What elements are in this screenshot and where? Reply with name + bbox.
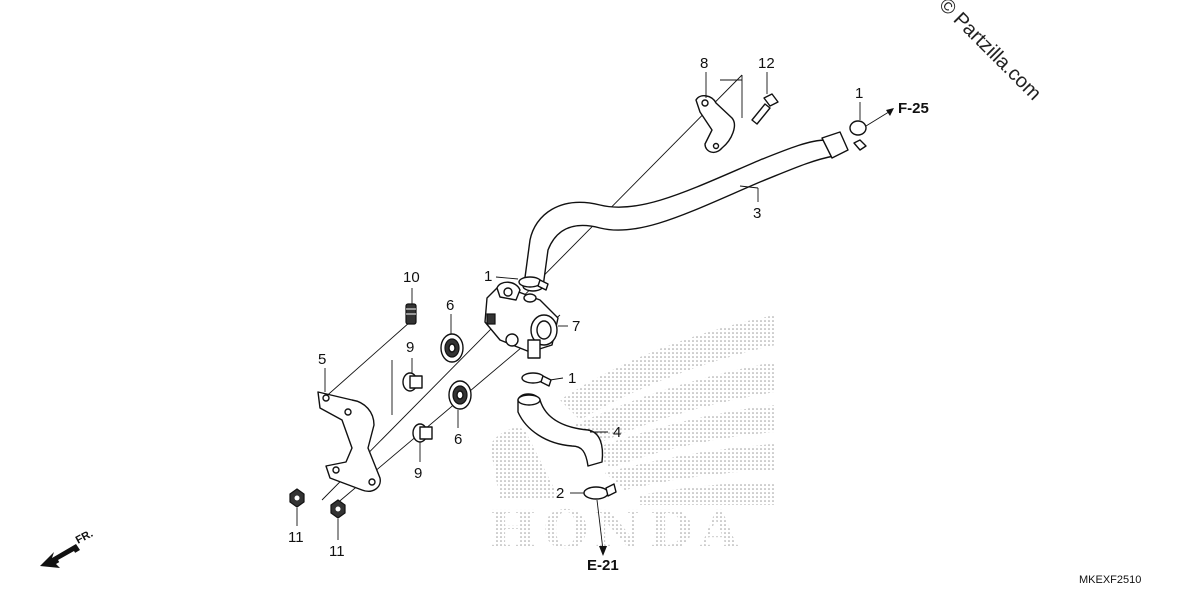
nut-part-11-left [289,488,305,508]
callout-9-lower: 9 [414,465,422,482]
callout-7: 7 [572,318,580,335]
grommet-part-6-lower [448,380,472,410]
callout-9-upper: 9 [406,339,414,356]
bolt-part-10 [405,303,417,325]
honda-logo-text: HONDA [488,500,745,561]
callout-12: 12 [758,55,775,72]
callout-1-top-right: 1 [855,85,863,102]
callout-8: 8 [700,55,708,72]
reference-f25: F-25 [898,100,929,117]
collar-part-9-lower [412,423,433,443]
diagram-code: MKEXF2510 [1079,574,1141,586]
clamp-part-2 [583,483,617,500]
callout-2: 2 [556,485,564,502]
grommet-part-6-upper [440,333,464,363]
callout-5: 5 [318,351,326,368]
air-valve-part-7 [484,281,559,359]
callout-6-lower: 6 [454,431,462,448]
callout-1-upper: 1 [484,268,492,285]
honda-wing-logo [490,315,775,505]
collar-part-9-upper [402,372,423,392]
callout-4: 4 [613,424,621,441]
hose-part-4 [517,393,604,467]
front-direction-label: FR. [74,528,95,547]
callout-11-left: 11 [288,529,304,546]
front-direction-arrow-icon [40,544,80,568]
bolt-part-12 [751,93,779,125]
hose-clamp-part-1-upper [518,276,549,291]
reference-e21: E-21 [587,557,619,574]
hose-part-3 [522,131,849,292]
nut-part-11-right [330,499,346,519]
callout-11-right: 11 [329,543,345,560]
hose-clamp-part-1-lower [521,372,552,387]
watermark-text: © Partzilla.com [934,0,1045,105]
callout-3: 3 [753,205,761,222]
callout-10: 10 [403,269,420,286]
callout-leaders [296,72,894,556]
callout-6-upper: 6 [446,297,454,314]
hose-clamp-part-1-top [849,120,867,151]
callout-1-lower: 1 [568,370,576,387]
clamp-bracket-part-8 [695,95,736,154]
mounting-bracket-part-5 [317,391,381,492]
